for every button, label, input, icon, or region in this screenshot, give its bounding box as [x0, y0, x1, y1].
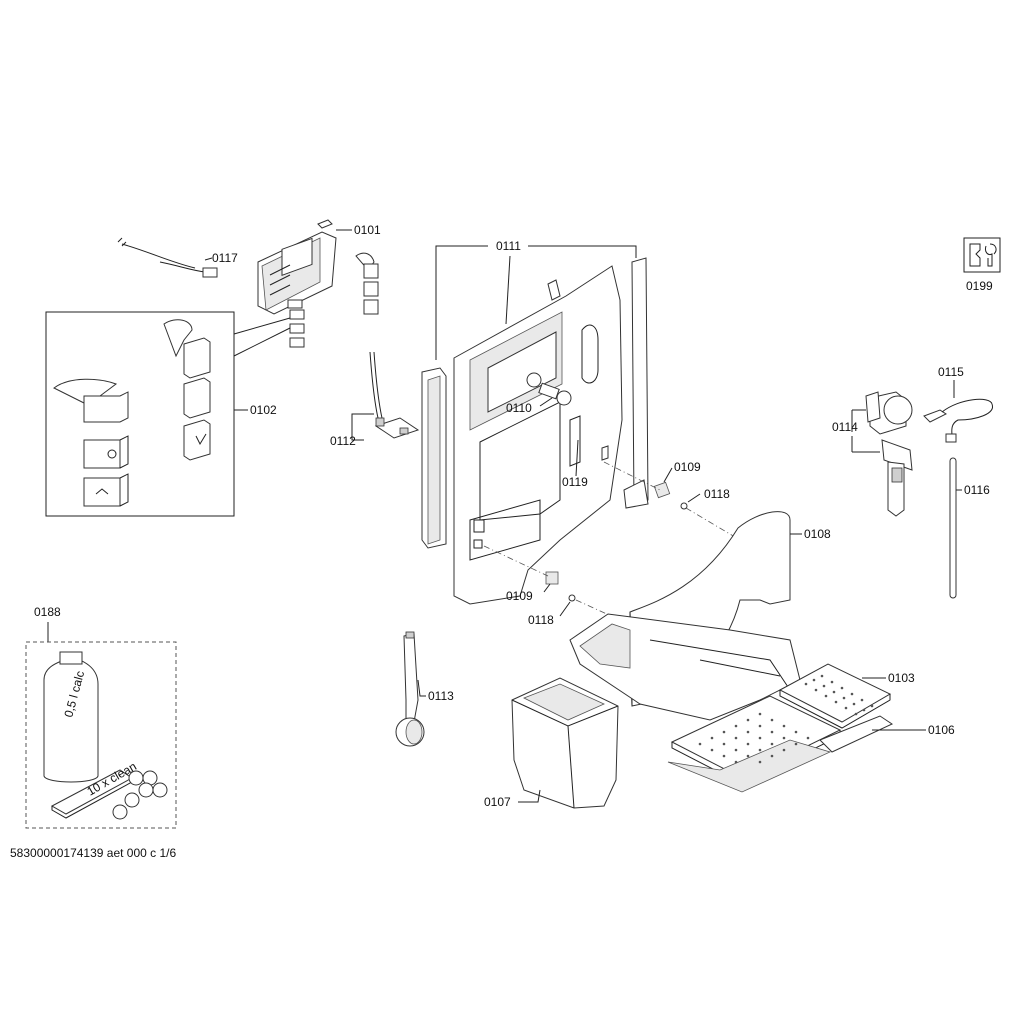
part-0117-cable [117, 237, 218, 278]
part-0110-knob [526, 372, 572, 406]
part-0106-drip-tray-cover [667, 695, 894, 793]
label-0109-bottom: 0109 [506, 589, 533, 603]
service-wrench-icon [963, 237, 1001, 273]
detail-box-0102 [45, 311, 235, 517]
label-0111: 0111 [496, 239, 521, 253]
part-0111-right-rail [623, 257, 649, 509]
label-0109-top: 0109 [674, 460, 701, 474]
part-0109-pad-bottom [545, 571, 559, 585]
label-0113: 0113 [428, 689, 454, 703]
label-0118-bottom: 0118 [528, 613, 554, 627]
part-0108-drip-tray-housing [569, 511, 801, 721]
part-0102-button-set [53, 319, 211, 507]
label-0101: 0101 [354, 223, 381, 237]
part-0112-sensor-board [369, 351, 420, 439]
label-0117: 0117 [212, 251, 238, 265]
label-0103: 0103 [888, 671, 915, 685]
label-0115: 0115 [938, 365, 964, 379]
part-0115-hose-connector [923, 398, 993, 443]
label-0102: 0102 [250, 403, 277, 417]
part-0101-control-module [257, 219, 337, 348]
label-0118-top: 0118 [704, 487, 730, 501]
label-0119: 0119 [562, 475, 588, 489]
label-0110: 0110 [506, 401, 532, 415]
label-0108: 0108 [804, 527, 831, 541]
part-0103-cup-grid [778, 663, 892, 729]
part-0101-buttons [355, 252, 379, 315]
label-0107: 0107 [484, 795, 511, 809]
part-0118-washer-bottom [568, 594, 576, 602]
part-0188-descaler-bottle: 0,5 l calc [43, 651, 99, 783]
label-0112: 0112 [330, 434, 356, 448]
label-0199: 0199 [966, 279, 993, 293]
label-0188: 0188 [34, 605, 61, 619]
label-0116: 0116 [964, 483, 990, 497]
part-0113-measuring-spoon [395, 631, 425, 747]
part-0111-front-panel [453, 265, 623, 605]
part-0107-grounds-container [511, 677, 619, 809]
drawing-reference: 58300000174139 aet 000 c 1/6 [10, 846, 177, 860]
part-0118-washer-top [680, 502, 688, 510]
part-0111-left-rail [421, 367, 447, 549]
label-0106: 0106 [928, 723, 955, 737]
part-0114-valve-assembly [865, 391, 913, 517]
part-0116-rod [949, 457, 957, 599]
part-0109-pad-top [653, 481, 671, 499]
label-0114: 0114 [832, 420, 858, 434]
